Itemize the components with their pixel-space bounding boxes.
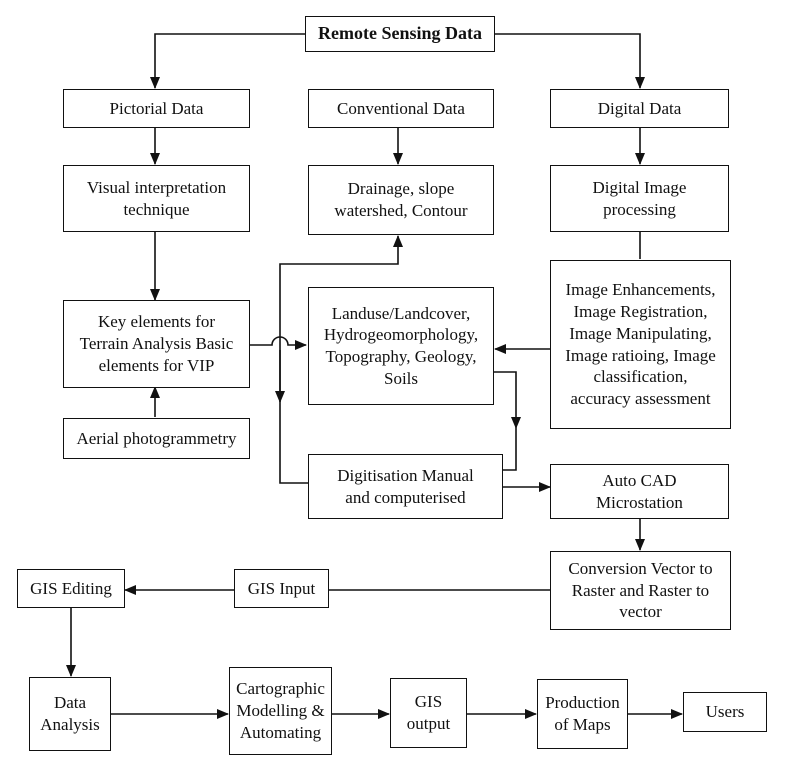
node-gis-output: GIS output <box>390 678 467 748</box>
node-digital-image-processing: Digital Image processing <box>550 165 729 232</box>
node-gis-editing: GIS Editing <box>17 569 125 608</box>
node-gis-input: GIS Input <box>234 569 329 608</box>
node-remote-sensing-data: Remote Sensing Data <box>305 16 495 52</box>
node-drainage-slope: Drainage, slope watershed, Contour <box>308 165 494 235</box>
node-conventional-data: Conventional Data <box>308 89 494 128</box>
edge-remote-to-digital <box>495 33 645 89</box>
node-visual-interpretation: Visual interpretation technique <box>63 165 250 232</box>
node-aerial-photogrammetry: Aerial photogrammetry <box>63 418 250 459</box>
edge-key-to-landuse <box>250 336 307 350</box>
node-autocad-microstation: Auto CAD Microstation <box>550 464 729 519</box>
node-pictorial-data: Pictorial Data <box>63 89 250 128</box>
node-production-of-maps: Production of Maps <box>537 679 628 749</box>
edge-loop-to-drainage <box>279 235 403 484</box>
node-key-elements: Key elements for Terrain Analysis Basic … <box>63 300 250 388</box>
node-cartographic-modelling: Cartographic Modelling & Automating <box>229 667 332 755</box>
edge-landuse-to-digitisation <box>492 371 521 429</box>
edge-remote-to-pictorial <box>150 33 305 89</box>
node-users: Users <box>683 692 767 732</box>
node-digital-data: Digital Data <box>550 89 729 128</box>
node-digitisation: Digitisation Manual and computerised <box>308 454 503 519</box>
edge-digitisation-side <box>503 428 517 471</box>
node-landuse-landcover: Landuse/Landcover, Hydrogeomorphology, T… <box>308 287 494 405</box>
node-data-analysis: Data Analysis <box>29 677 111 751</box>
node-image-enhancements: Image Enhancements, Image Registration, … <box>550 260 731 429</box>
node-conversion-vector-raster: Conversion Vector to Raster and Raster t… <box>550 551 731 630</box>
